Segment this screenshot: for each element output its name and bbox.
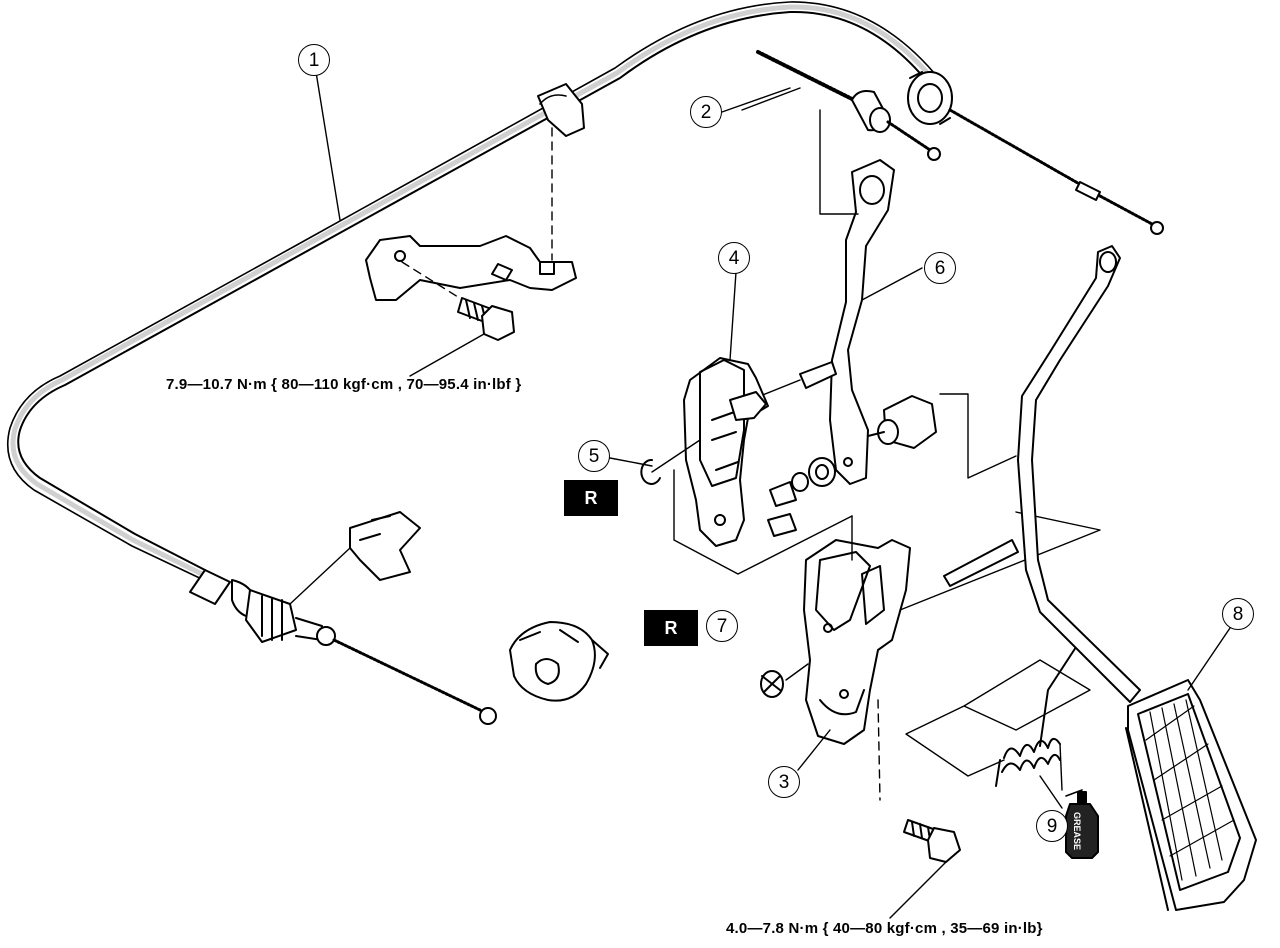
replace-badge-lower: R: [644, 610, 698, 646]
cable-bracket: [365, 127, 577, 377]
replace-badge-upper: R: [564, 480, 618, 516]
grease-label: GREASE: [1072, 811, 1083, 851]
accelerator-pedal: [1017, 245, 1257, 911]
e-clip-7: [760, 663, 809, 698]
accelerator-cable: [6, 1, 1164, 725]
callout-8: 8: [1222, 598, 1254, 630]
secondary-cable: [741, 50, 941, 161]
pedal-bracket: [803, 511, 1101, 801]
e-clip-5: [640, 439, 701, 485]
callout-7: 7: [706, 610, 738, 642]
callout-5: 5: [578, 440, 610, 472]
torque-spec-bracket-bolt: 7.9—10.7 N·m { 80—110 kgf·cm , 70—95.4 i…: [166, 376, 522, 393]
torque-spec-pedal-bolt: 4.0—7.8 N·m { 40—80 kgf·cm , 35—69 in·lb…: [726, 920, 1043, 937]
return-spring: [905, 643, 1091, 791]
leader-lines: [315, 71, 1231, 809]
pedal-lever: [739, 109, 1017, 507]
stopper-bracket: [673, 357, 853, 575]
callout-2: 2: [690, 96, 722, 128]
pedal-bolt: [889, 819, 961, 919]
callout-6: 6: [924, 252, 956, 284]
callout-4: 4: [718, 242, 750, 274]
callout-9: 9: [1036, 810, 1068, 842]
callout-1: 1: [298, 44, 330, 76]
callout-3: 3: [768, 766, 800, 798]
